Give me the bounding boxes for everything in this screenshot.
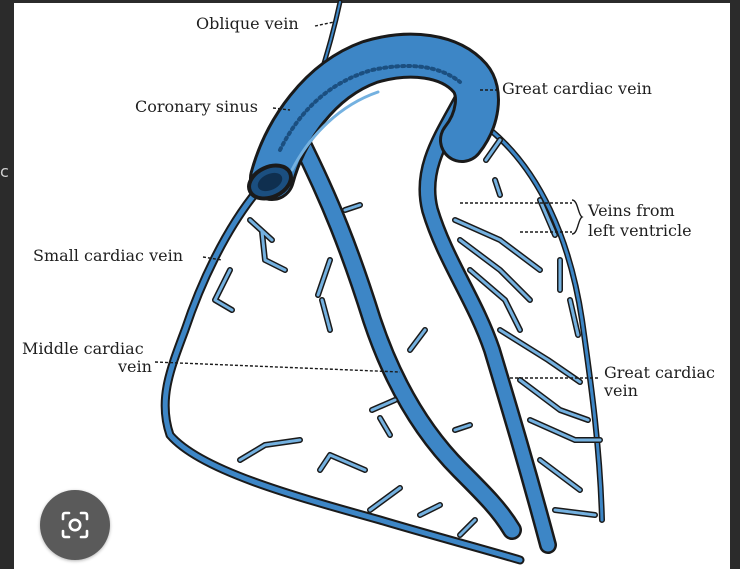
- label-veins-from-line2: left ventricle: [588, 221, 692, 240]
- label-veins-from-line1: Veins from: [588, 201, 675, 220]
- label-great-cardiac-bottom-line1: Great cardiac: [604, 363, 715, 382]
- leader-small: [202, 256, 223, 261]
- label-great-cardiac-vein-top: Great cardiac vein: [502, 79, 652, 98]
- right-edge: [730, 0, 740, 569]
- leader-middle: [154, 361, 401, 373]
- label-great-cardiac-bottom-line2: vein: [604, 381, 638, 400]
- brace-veins-from: [571, 199, 584, 235]
- label-coronary-sinus: Coronary sinus: [135, 97, 258, 116]
- label-small-cardiac-vein: Small cardiac vein: [33, 246, 184, 265]
- label-middle-cardiac-line2: vein: [118, 357, 152, 376]
- edge-char: c: [0, 162, 9, 181]
- lens-search-button[interactable]: [40, 490, 110, 560]
- camera-lens-icon: [61, 511, 89, 539]
- top-edge: [0, 0, 740, 3]
- left-edge: [0, 0, 14, 569]
- leader-coronary: [272, 107, 291, 111]
- leader-oblique: [314, 21, 335, 27]
- label-oblique-vein: Oblique vein: [196, 14, 299, 33]
- label-middle-cardiac-line1: Middle cardiac: [22, 339, 144, 358]
- leader-veins-from: [460, 202, 572, 233]
